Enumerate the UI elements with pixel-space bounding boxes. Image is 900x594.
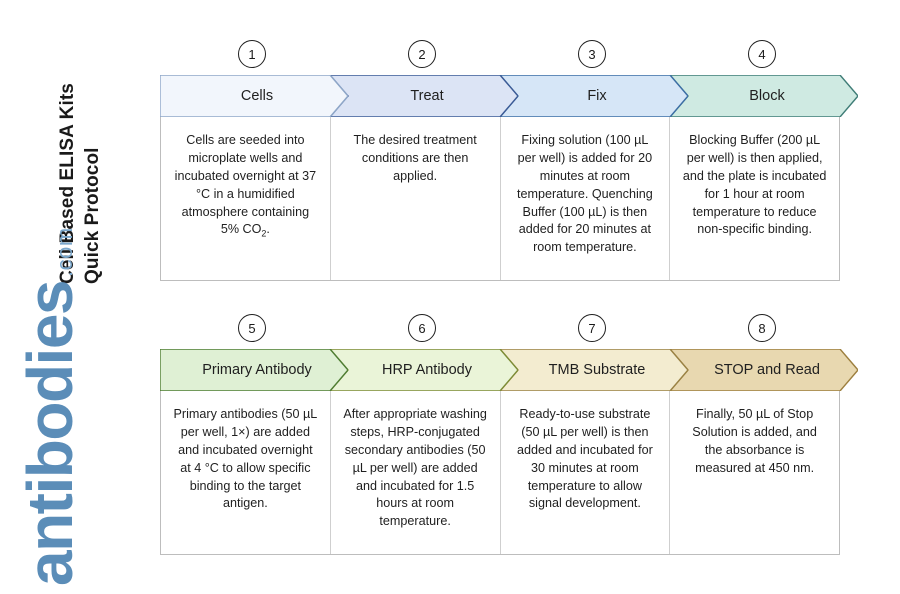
step-number-row-2: 5 6 7 8 [160, 314, 840, 344]
logo-brand-text: antibodies [14, 280, 86, 586]
step-chevron-5[interactable]: Primary Antibody [160, 349, 348, 391]
step-number-badge-1: 1 [238, 40, 266, 68]
step-label-7: TMB Substrate [548, 362, 646, 378]
step-header-row-1: Cells Treat Fix Block [160, 75, 858, 117]
step-chevron-7[interactable]: TMB Substrate [500, 349, 688, 391]
step-label-2: Treat [410, 88, 444, 104]
step-chevron-1[interactable]: Cells [160, 75, 348, 117]
step-description-2: The desired treatment conditions are the… [331, 116, 501, 280]
step-description-1: Cells are seeded into microplate wells a… [161, 116, 331, 280]
step-description-7: Ready-to-use substrate (50 µL per well) … [501, 390, 671, 554]
step-chevron-4[interactable]: Block [670, 75, 858, 117]
step-number-badge-6: 6 [408, 314, 436, 342]
step-description-4: Blocking Buffer (200 µL per well) is the… [682, 133, 827, 237]
step-description-row-1: Cells are seeded into microplate wells a… [160, 116, 840, 281]
step-number-badge-2: 2 [408, 40, 436, 68]
step-label-1: Cells [240, 88, 274, 104]
step-description-row-2: Primary antibodies (50 µL per well, 1×) … [160, 390, 840, 555]
step-number-badge-5: 5 [238, 314, 266, 342]
step-label-3: Fix [587, 88, 607, 104]
step-label-5: Primary Antibody [202, 362, 312, 378]
step-number-badge-8: 8 [748, 314, 776, 342]
antibodies-logo-watermark: antibodies .com [14, 0, 148, 586]
step-description-8: Finally, 50 µL of Stop Solution is added… [692, 407, 817, 475]
step-chevron-6[interactable]: HRP Antibody [330, 349, 518, 391]
step-label-6: HRP Antibody [381, 362, 472, 378]
step-description-3: Fixing solution (100 µL per well) is add… [501, 116, 671, 280]
step-number-row-1: 1 2 3 4 [160, 40, 840, 70]
step-label-4: Block [749, 88, 785, 104]
step-chevron-2[interactable]: Treat [330, 75, 518, 117]
step-number-badge-4: 4 [748, 40, 776, 68]
step-description-5: Primary antibodies (50 µL per well, 1×) … [161, 390, 331, 554]
step-chevron-3[interactable]: Fix [500, 75, 688, 117]
step-number-badge-3: 3 [578, 40, 606, 68]
logo-tld-text: .com [52, 227, 77, 277]
step-header-row-2: Primary Antibody HRP Antibody TMB Substrat… [160, 349, 858, 391]
step-description-6: After appropriate washing steps, HRP-con… [331, 390, 501, 554]
step-number-badge-7: 7 [578, 314, 606, 342]
step-label-8: STOP and Read [714, 362, 820, 378]
step-chevron-8[interactable]: STOP and Read [670, 349, 858, 391]
